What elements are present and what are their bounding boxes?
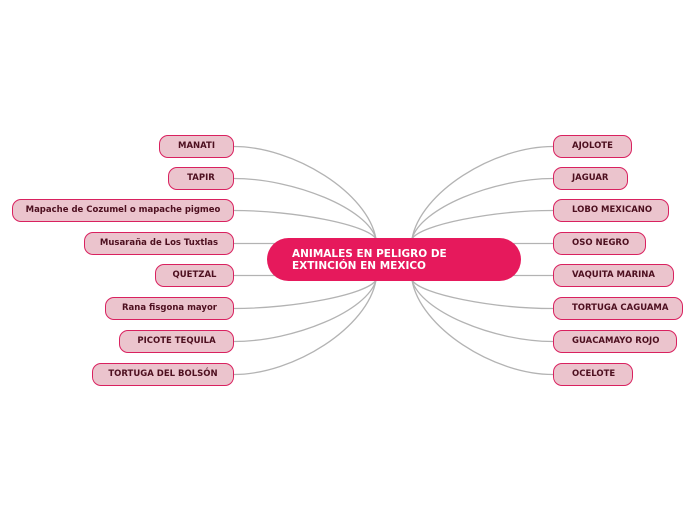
connector-line: [233, 279, 377, 343]
node-jaguar[interactable]: JAGUAR: [553, 167, 628, 190]
node-lobo-mexicano[interactable]: LOBO MEXICANO: [553, 199, 669, 222]
connector-line: [411, 209, 554, 240]
node-ocelote[interactable]: OCELOTE: [553, 363, 633, 386]
node-manati[interactable]: MANATI: [159, 135, 234, 158]
connector-line: [233, 279, 377, 310]
connector-line: [233, 177, 377, 240]
node-ajolote[interactable]: AJOLOTE: [553, 135, 632, 158]
node-tortuga-caguama[interactable]: TORTUGA CAGUAMA: [553, 297, 683, 320]
connector-line: [233, 279, 377, 376]
connector-line: [411, 279, 554, 310]
node-vaquita-marina[interactable]: VAQUITA MARINA: [553, 264, 674, 287]
connector-line: [233, 145, 377, 240]
node-tortuga-bolson[interactable]: TORTUGA DEL BOLSÓN: [92, 363, 234, 386]
node-tapir[interactable]: TAPIR: [168, 167, 234, 190]
node-quetzal[interactable]: QUETZAL: [155, 264, 234, 287]
connector-line: [411, 145, 554, 240]
connector-line: [411, 279, 554, 343]
node-oso-negro[interactable]: OSO NEGRO: [553, 232, 646, 255]
node-musarana-tuxtlas[interactable]: Musaraña de Los Tuxtlas: [84, 232, 234, 255]
node-rana-fisgona[interactable]: Rana fisgona mayor: [105, 297, 234, 320]
connector-line: [411, 279, 554, 376]
node-picote-tequila[interactable]: PICOTE TEQUILA: [119, 330, 234, 353]
central-title-line-1: ANIMALES EN PELIGRO DE: [292, 248, 447, 260]
node-mapache-cozumel[interactable]: Mapache de Cozumel o mapache pigmeo: [12, 199, 234, 222]
central-topic[interactable]: ANIMALES EN PELIGRO DE EXTINCIÓN EN MEXI…: [267, 238, 521, 281]
node-guacamayo-rojo[interactable]: GUACAMAYO ROJO: [553, 330, 677, 353]
central-title-line-2: EXTINCIÓN EN MEXICO: [292, 260, 426, 272]
connector-line: [233, 209, 377, 240]
connector-line: [411, 177, 554, 240]
